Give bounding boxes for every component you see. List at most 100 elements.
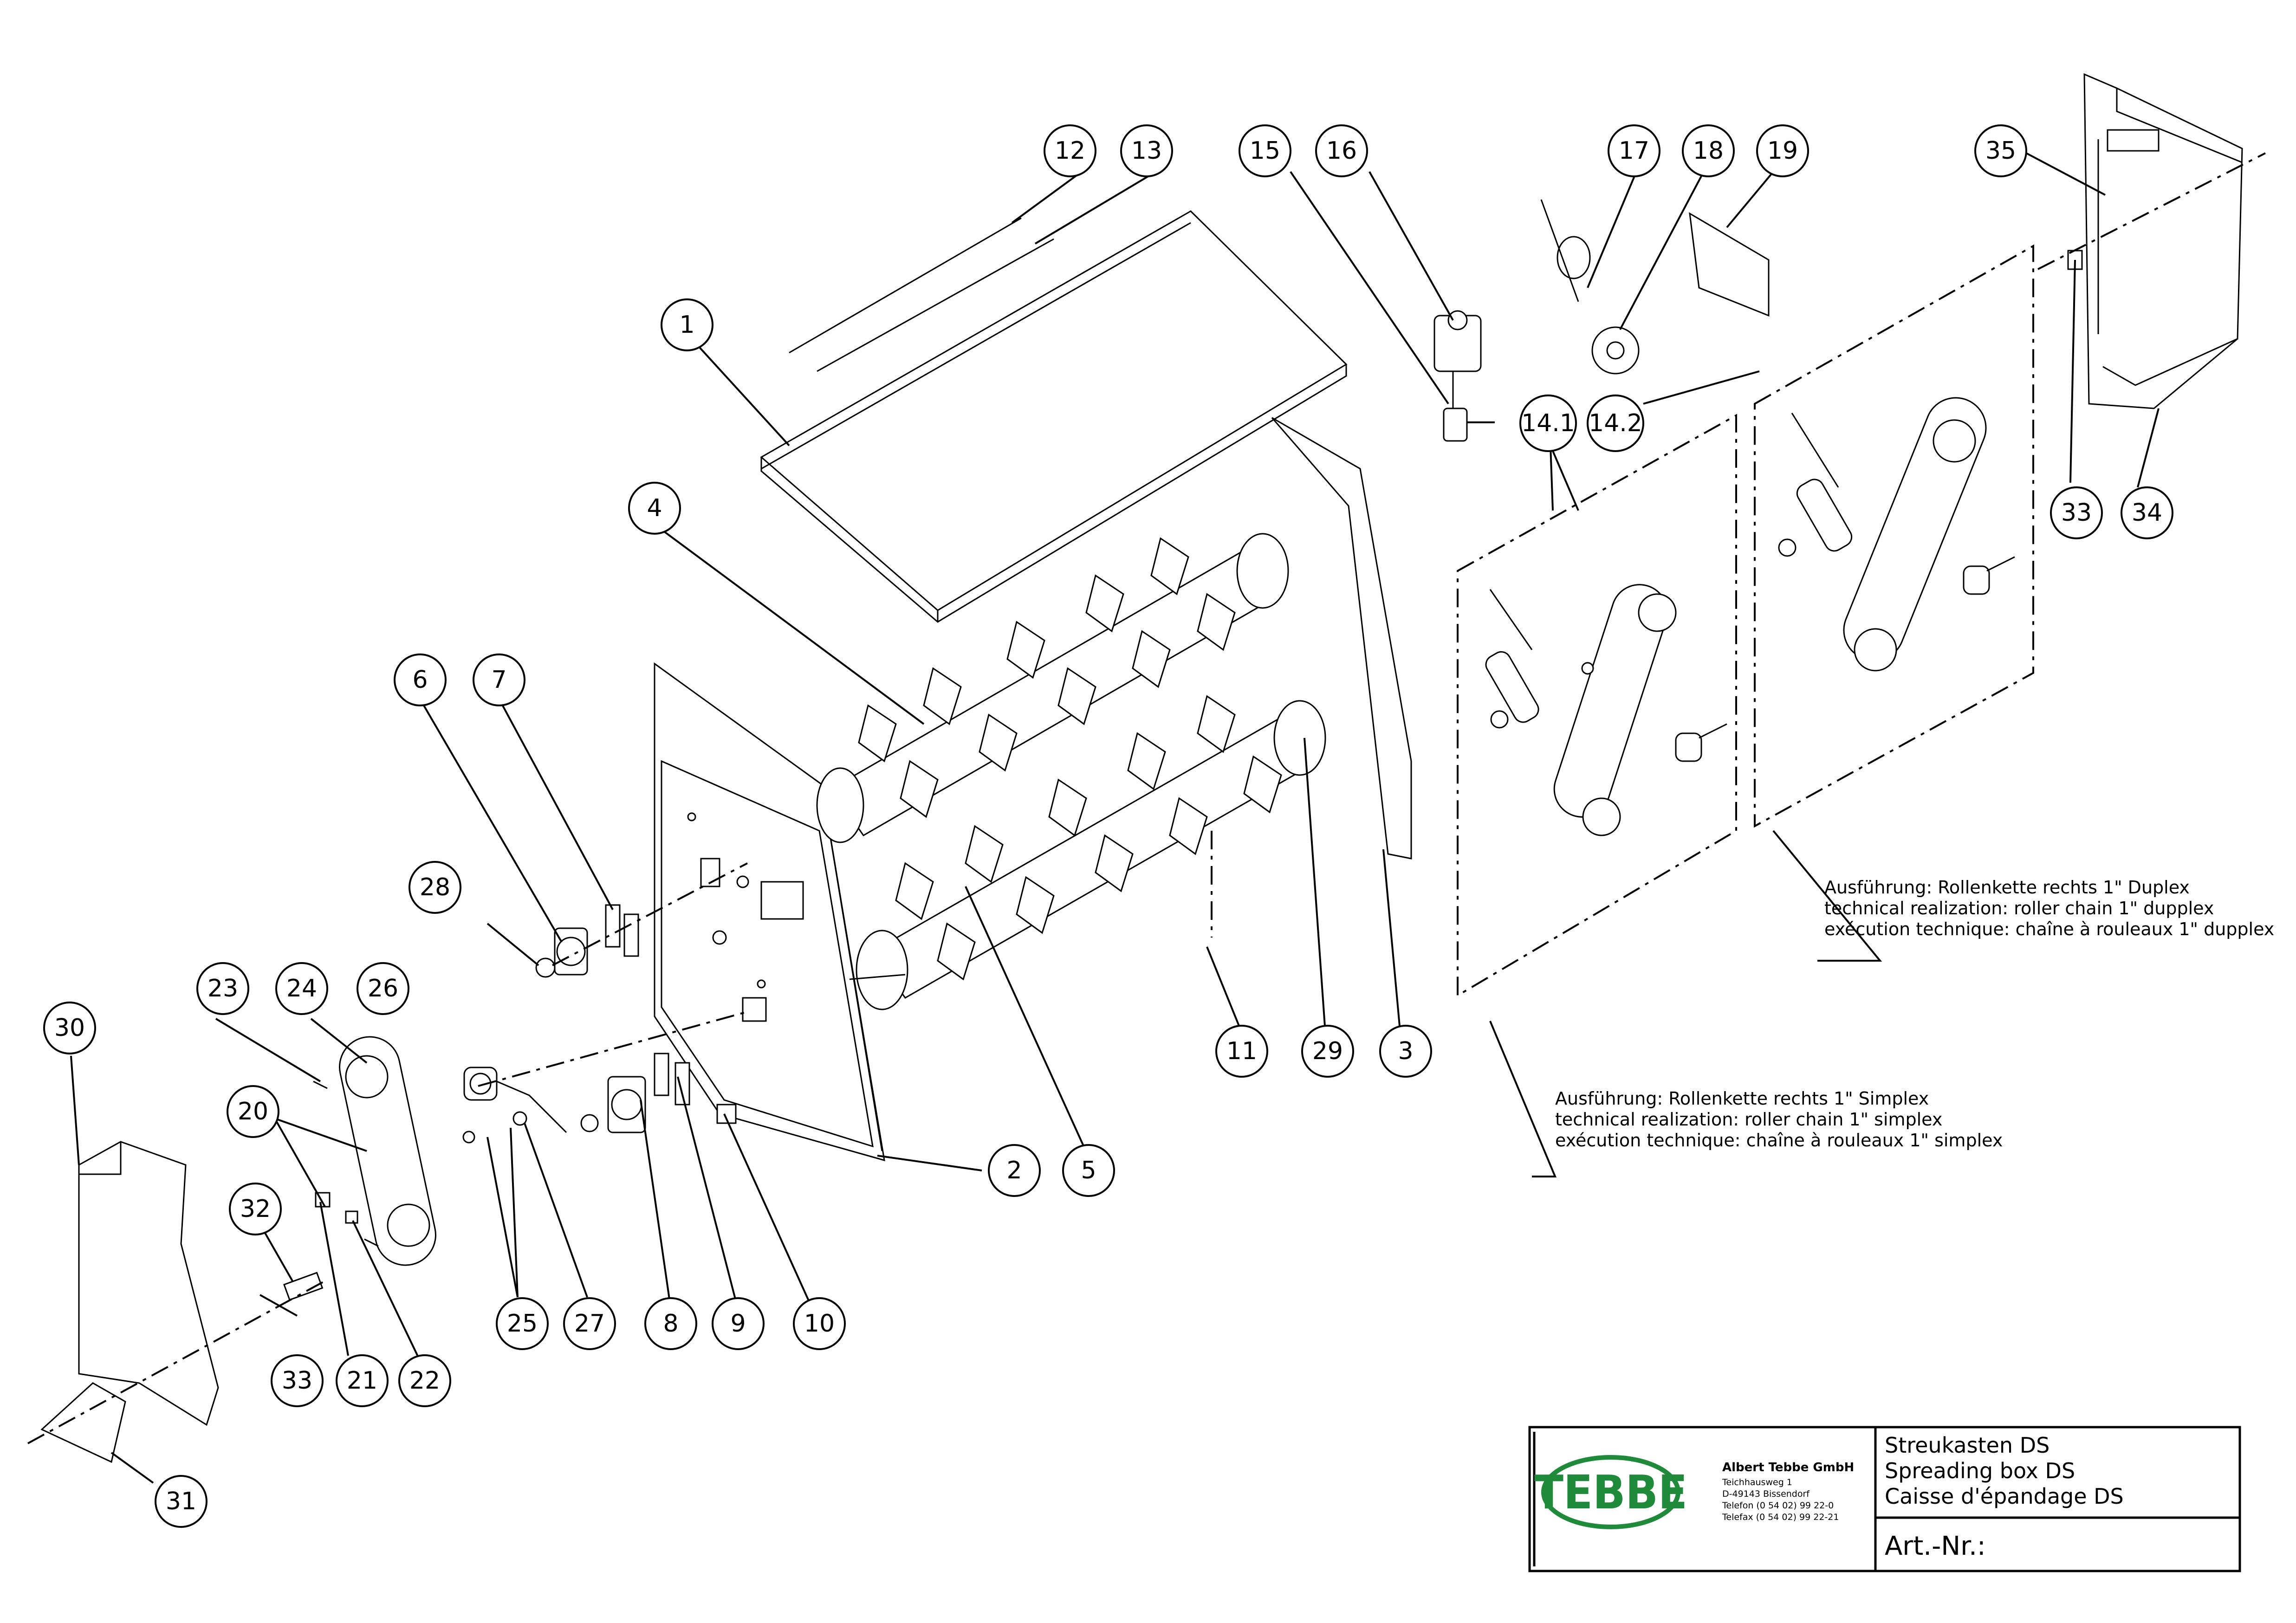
- balloon-6[interactable]: 6: [394, 653, 447, 706]
- svg-text:19: 19: [1767, 137, 1798, 165]
- drawing-title-fr: Caisse d'épandage DS: [1885, 1484, 2124, 1509]
- balloon-1[interactable]: 1: [661, 298, 713, 351]
- upper-rotor-shaft: [816, 533, 1289, 843]
- balloon-14-1[interactable]: 14.1: [1519, 394, 1577, 452]
- address-line-2: D-49143 Bissendorf: [1722, 1489, 1810, 1499]
- svg-text:30: 30: [54, 1014, 85, 1042]
- balloon-34[interactable]: 34: [2121, 486, 2173, 539]
- svg-text:14.1: 14.1: [1521, 409, 1575, 437]
- svg-text:34: 34: [2132, 499, 2162, 527]
- balloon-32[interactable]: 32: [229, 1183, 282, 1235]
- svg-text:33: 33: [282, 1367, 312, 1395]
- balloons: 1 2 3 4 5 6 7 8 9 10 11 12 13 14.1 14.2 …: [43, 124, 2173, 1528]
- left-drive-components: [313, 904, 737, 1266]
- balloon-9[interactable]: 9: [712, 1297, 765, 1350]
- balloon-13[interactable]: 13: [1120, 124, 1173, 177]
- balloon-22[interactable]: 22: [398, 1354, 451, 1407]
- svg-text:28: 28: [420, 873, 450, 901]
- balloon-8[interactable]: 8: [644, 1297, 697, 1350]
- svg-text:13: 13: [1131, 137, 1162, 165]
- svg-text:6: 6: [412, 666, 428, 694]
- svg-text:1: 1: [679, 311, 694, 339]
- balloon-12[interactable]: 12: [1044, 124, 1096, 177]
- chain-guard-cover: [40, 1141, 324, 1463]
- balloon-4[interactable]: 4: [628, 482, 681, 535]
- balloon-16[interactable]: 16: [1315, 124, 1368, 177]
- drawing-title-de: Streukasten DS: [1885, 1433, 2050, 1458]
- balloon-3[interactable]: 3: [1379, 1025, 1432, 1078]
- balloon-33-left[interactable]: 33: [271, 1354, 324, 1407]
- balloon-14-2[interactable]: 14.2: [1587, 394, 1644, 452]
- duplex-note: Ausführung: Rollenkette rechts 1" Duplex…: [1824, 877, 2274, 939]
- company-name: Albert Tebbe GmbH: [1722, 1461, 1854, 1474]
- balloon-35[interactable]: 35: [1974, 124, 2027, 177]
- svg-text:35: 35: [1985, 137, 2016, 165]
- duplex-note-line-en: technical realization: roller chain 1" d…: [1824, 898, 2214, 918]
- motor-and-sprocket: [1433, 199, 1770, 442]
- balloon-25[interactable]: 25: [496, 1297, 549, 1350]
- simplex-chain-variant: [1485, 584, 1727, 836]
- balloon-23[interactable]: 23: [196, 962, 249, 1015]
- simplex-note-line-fr: exécution technique: chaîne à rouleaux 1…: [1555, 1130, 2003, 1151]
- svg-text:20: 20: [238, 1098, 268, 1125]
- svg-text:24: 24: [286, 975, 317, 1002]
- balloon-24[interactable]: 24: [275, 962, 328, 1015]
- svg-text:26: 26: [368, 975, 398, 1002]
- svg-text:12: 12: [1055, 137, 1085, 165]
- svg-text:5: 5: [1081, 1157, 1096, 1184]
- simplex-note-line-en: technical realization: roller chain 1" s…: [1555, 1109, 1942, 1130]
- balloon-33-right[interactable]: 33: [2050, 486, 2103, 539]
- svg-text:17: 17: [1619, 137, 1649, 165]
- svg-text:7: 7: [491, 666, 506, 694]
- svg-text:15: 15: [1250, 137, 1280, 165]
- svg-text:21: 21: [347, 1367, 377, 1395]
- balloon-15[interactable]: 15: [1239, 124, 1291, 177]
- svg-text:25: 25: [507, 1310, 538, 1338]
- svg-text:9: 9: [730, 1310, 746, 1338]
- duplex-note-line-de: Ausführung: Rollenkette rechts 1" Duplex: [1824, 877, 2190, 898]
- left-side-frame: [654, 662, 885, 1162]
- svg-text:8: 8: [663, 1310, 678, 1338]
- balloon-29[interactable]: 29: [1301, 1025, 1354, 1078]
- svg-text:3: 3: [1398, 1037, 1413, 1065]
- balloon-26[interactable]: 26: [357, 962, 409, 1015]
- balloon-11[interactable]: 11: [1215, 1025, 1268, 1078]
- balloon-27[interactable]: 27: [563, 1297, 616, 1350]
- balloon-31[interactable]: 31: [155, 1475, 208, 1528]
- duplex-variant-frame: [1754, 244, 2034, 828]
- company-logo: TEBBE: [1534, 1455, 1687, 1529]
- svg-text:14.2: 14.2: [1589, 409, 1642, 437]
- svg-text:11: 11: [1226, 1037, 1257, 1065]
- balloon-20[interactable]: 20: [227, 1085, 279, 1138]
- rod-13: [817, 238, 1054, 372]
- svg-text:27: 27: [574, 1310, 605, 1338]
- svg-text:4: 4: [647, 494, 662, 522]
- balloon-21[interactable]: 21: [336, 1354, 389, 1407]
- balloon-17[interactable]: 17: [1608, 124, 1660, 177]
- balloon-5[interactable]: 5: [1062, 1144, 1115, 1197]
- balloon-10[interactable]: 10: [793, 1297, 846, 1350]
- svg-text:29: 29: [1312, 1037, 1343, 1065]
- balloon-2[interactable]: 2: [988, 1144, 1041, 1197]
- rod-12: [789, 217, 1022, 354]
- svg-text:22: 22: [409, 1367, 440, 1395]
- balloon-18[interactable]: 18: [1682, 124, 1735, 177]
- balloon-30[interactable]: 30: [43, 1002, 96, 1054]
- top-cover-panel: [760, 210, 1348, 623]
- svg-text:32: 32: [240, 1195, 271, 1223]
- leader-lines: [70, 152, 2160, 1484]
- logo-wordmark: TEBBE: [1534, 1465, 1687, 1520]
- simplex-variant-frame: [1457, 414, 1737, 997]
- svg-text:16: 16: [1326, 137, 1357, 165]
- balloon-19[interactable]: 19: [1756, 124, 1809, 177]
- balloon-28[interactable]: 28: [409, 861, 461, 914]
- balloon-7[interactable]: 7: [473, 653, 525, 706]
- assembly-centre-lines: [27, 152, 2266, 1444]
- title-block: TEBBE Albert Tebbe GmbH Teichhausweg 1 D…: [1528, 1426, 2241, 1572]
- address-line-1: Teichhausweg 1: [1722, 1477, 1792, 1487]
- svg-text:33: 33: [2061, 499, 2092, 527]
- svg-text:31: 31: [166, 1487, 196, 1515]
- svg-text:23: 23: [208, 975, 238, 1002]
- phone-line: Telefon (0 54 02) 99 22-0: [1722, 1500, 1834, 1511]
